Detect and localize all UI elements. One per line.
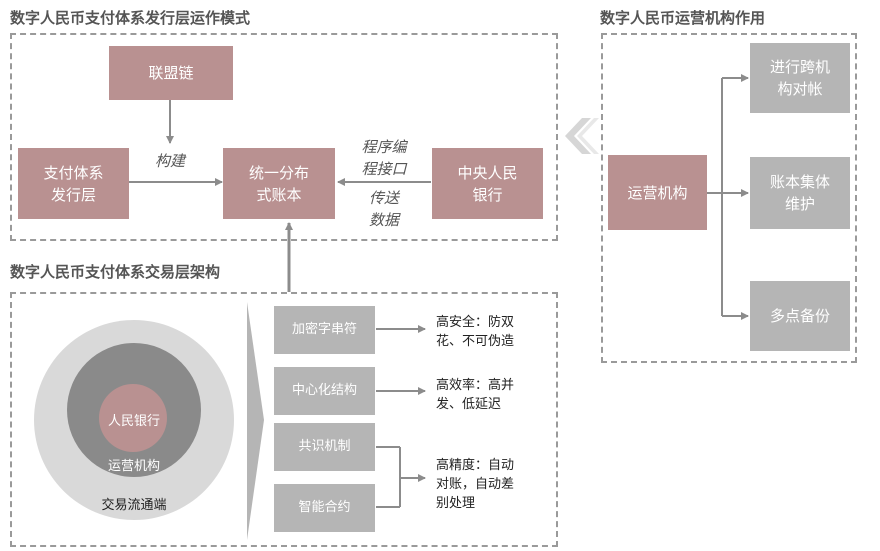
benefit-precision: 高精度：自动 对账，自动差 别处理: [436, 458, 515, 511]
feature-consensus: 共识机制: [274, 423, 375, 471]
chevron-left-icon: [565, 118, 591, 154]
operator-item-backup: 多点备份: [750, 281, 850, 351]
distributed-ledger-box: 统一分布 式账本: [223, 148, 335, 219]
operator-section-title: 数字人民币运营机构作用: [600, 9, 766, 27]
ring-inner: [99, 384, 167, 452]
issuance-container: [10, 33, 558, 241]
ring-middle-label: 运营机构: [107, 459, 160, 474]
central-bank-box: 中央人民 银行: [432, 148, 543, 219]
operator-container: [601, 33, 857, 363]
benefit-efficiency: 高效率：高并 发、低延迟: [436, 378, 515, 412]
operator-main-box: 运营机构: [608, 155, 707, 230]
feature-centralized-structure: 中心化结构: [274, 367, 375, 415]
ring-inner-label: 人民银行: [107, 414, 160, 429]
feature-smart-contract: 智能合约: [274, 484, 375, 532]
alliance-chain-box: 联盟链: [109, 46, 233, 100]
payment-issuance-box: 支付体系 发行层: [18, 148, 129, 219]
operator-item-ledger-maintain: 账本集体 维护: [750, 157, 850, 229]
benefit-security: 高安全：防双 花、不可伪造: [436, 315, 515, 349]
issuance-section-title: 数字人民币支付体系发行层运作模式: [10, 9, 251, 27]
operator-item-cross-reconcile: 进行跨机 构对帐: [750, 43, 850, 113]
transfer-data-label: 传送 数据: [368, 189, 399, 229]
api-label: 程序编 程接口: [361, 138, 407, 178]
feature-encrypted-string: 加密字串符: [274, 306, 375, 354]
trading-container: [10, 292, 558, 547]
chevron-left-icon: [577, 118, 599, 154]
build-label: 构建: [154, 152, 185, 170]
trading-section-title: 数字人民币支付体系交易层架构: [10, 263, 221, 281]
right-triangle-icon: [247, 302, 264, 540]
ring-outer-label: 交易流通端: [101, 498, 167, 513]
